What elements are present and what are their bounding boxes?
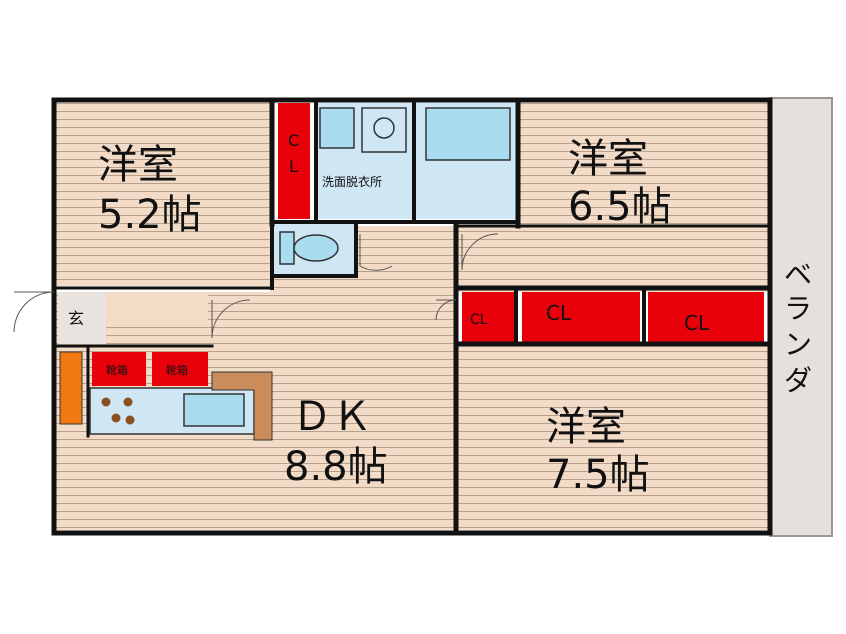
western-room-3-floor <box>458 346 768 530</box>
closet-vertical-l: L <box>289 157 298 176</box>
entrance-label: 玄 <box>68 309 84 328</box>
sink <box>319 107 355 149</box>
room-labels: 洋室 5.2帖 洋室 6.5帖 ＤＫ 8.8帖 洋室 7.5帖 C L CL C… <box>68 131 812 498</box>
fixtures <box>59 107 511 441</box>
room2-door <box>461 233 499 271</box>
toilet-tank <box>279 231 295 265</box>
closet-large <box>648 292 764 342</box>
western-room-3-size: 7.5帖 <box>546 452 650 498</box>
shoe-box-1 <box>92 352 146 386</box>
washing-machine-pan <box>361 107 407 153</box>
stove-burner-icon <box>111 413 121 423</box>
stove-burner-icon <box>125 415 135 425</box>
western-room-2-name: 洋室 <box>568 136 648 182</box>
western-room-1-size: 5.2帖 <box>98 192 202 238</box>
stove-burner-icon <box>123 397 133 407</box>
toilet-bowl <box>293 234 339 262</box>
closet-small-label: CL <box>470 312 488 328</box>
western-room-1-floor <box>56 103 270 286</box>
closet-small <box>462 292 516 342</box>
entrance-floor <box>58 292 106 344</box>
closets <box>92 103 764 386</box>
dk-name: ＤＫ <box>292 394 372 440</box>
walls <box>51 97 773 536</box>
entrance-step <box>106 292 208 326</box>
closet-vertical <box>278 103 310 219</box>
shoe-box-2-label: 靴箱 <box>166 363 188 377</box>
washer-drain-icon <box>373 117 395 139</box>
refrigerator-space <box>59 351 83 425</box>
closet-large-label: CL <box>684 311 710 335</box>
western-room-3-name: 洋室 <box>546 404 626 450</box>
shoe-box-1-label: 靴箱 <box>106 363 128 377</box>
room3-door <box>435 299 457 321</box>
balcony-char-3: ン <box>784 328 812 361</box>
kitchen-sink <box>183 393 245 427</box>
closet-vertical-c: C <box>288 131 299 150</box>
balcony-char-4: ダ <box>784 364 812 397</box>
dk-door <box>211 299 251 339</box>
balcony-area <box>769 97 833 537</box>
balcony-char-2: ラ <box>784 292 812 325</box>
closet-mid <box>522 292 640 342</box>
doors <box>13 233 499 339</box>
entrance-door <box>13 291 55 333</box>
shoe-box-2 <box>152 352 208 386</box>
western-room-2-size: 6.5帖 <box>568 184 672 230</box>
bathtub <box>425 107 511 161</box>
counter-top <box>211 371 273 441</box>
closet-mid-label: CL <box>546 301 572 325</box>
washroom-label: 洗面脱衣所 <box>322 174 382 189</box>
western-room-1-name: 洋室 <box>98 142 178 188</box>
toilet-door <box>359 234 393 271</box>
balcony-char-1: ベ <box>784 258 812 291</box>
dk-size: 8.8帖 <box>284 444 388 490</box>
stove-burner-icon <box>101 397 111 407</box>
